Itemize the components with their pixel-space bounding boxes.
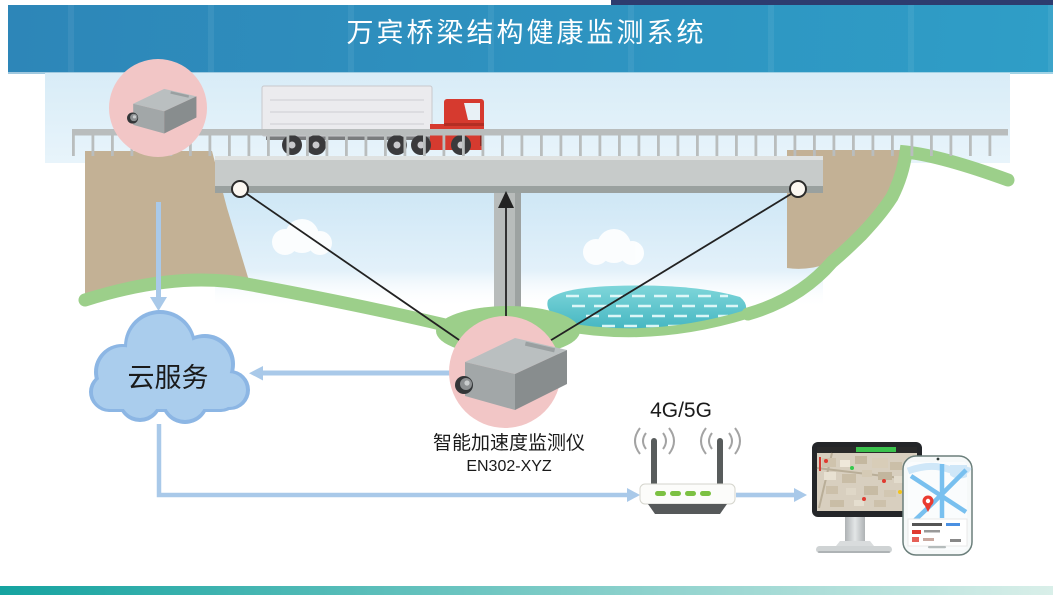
page-title: 万宾桥梁结构健康监测系统 [346, 18, 707, 48]
dataflow-arrows [150, 202, 807, 502]
monitor-map-buildings [816, 452, 918, 509]
river-water [547, 285, 747, 334]
bottom-accent-bar [0, 586, 1053, 595]
sensor-callout-lines [246, 191, 792, 343]
sensor-device-label: 智能加速度监测仪 EN302-XYZ [409, 428, 609, 476]
cloud-icon [89, 310, 250, 424]
arrow-sensor-to-cloud [249, 366, 452, 381]
sensor-badge-icon-main [449, 316, 567, 428]
wifi-waves-icon [634, 427, 741, 455]
header-texture [8, 5, 1053, 72]
sensor-device-model: EN302-XYZ [466, 458, 552, 475]
bridge-pier-shade [515, 193, 521, 311]
bearing-markers [231, 180, 807, 198]
router-leds [655, 491, 711, 496]
arrow-cloud-to-router [156, 424, 640, 502]
bridge-railing [72, 129, 1008, 156]
arrow-router-to-monitor [736, 488, 807, 502]
bridge-deck [215, 156, 823, 193]
cloud-service-label: 云服务 [127, 363, 209, 393]
phone-icon [902, 455, 973, 556]
phone-info-card [907, 518, 968, 547]
phone-location-pin [922, 495, 934, 512]
sensor-badge-icon-abutment [109, 59, 207, 157]
network-4g5g-label: 4G/5G [650, 399, 712, 422]
header-top-strip [610, 0, 1053, 5]
arrow-embankment-to-cloud [150, 202, 167, 311]
header-banner [8, 5, 1053, 74]
up-arrowhead-icon [498, 191, 514, 208]
monitor-icon [812, 442, 922, 553]
sensor-device-name: 智能加速度监测仪 [432, 433, 585, 454]
router-icon [634, 427, 741, 514]
